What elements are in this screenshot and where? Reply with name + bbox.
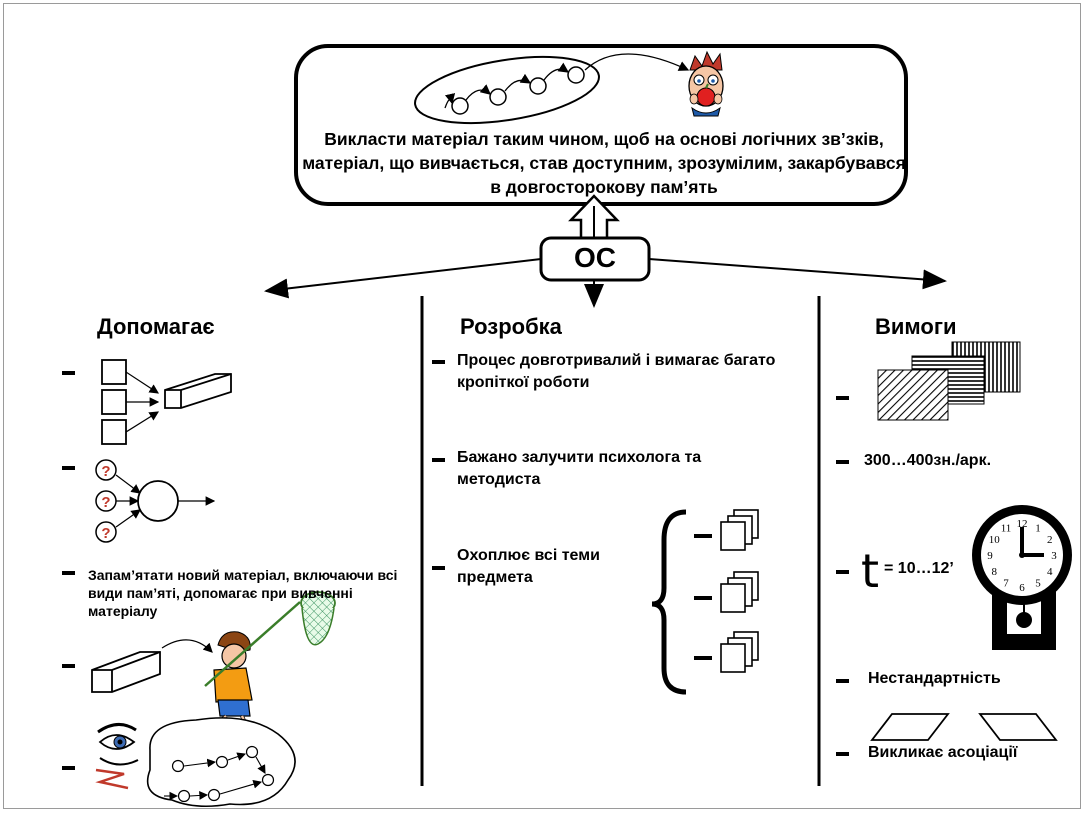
clock-numeral: 4 [1047, 566, 1053, 578]
chars-per-page: 300…400зн./арк. [864, 452, 992, 469]
goal-text: Викласти матеріал таким чином, щоб на ос… [302, 129, 906, 197]
bullet-dash [62, 571, 75, 575]
clock-numeral: 3 [1051, 550, 1057, 562]
branch-arrows [264, 258, 947, 308]
clock-numeral: 6 [1019, 582, 1025, 594]
bullet-dash [432, 458, 445, 462]
time-value: = 10…12’ [884, 560, 954, 577]
development-item-process: Процес довготривалий і вимагає багато кр… [457, 352, 776, 391]
bullet-dash [432, 360, 445, 364]
eye-thought-icon [95, 717, 296, 808]
question-mark: ? [101, 525, 110, 542]
development-item-topics: Охоплює всі теми предмета [457, 547, 600, 586]
slide-frame [3, 3, 1081, 809]
bullet-dash [432, 566, 445, 570]
memory-text: Запам’ятати новий матеріал, включаючи вс… [88, 567, 398, 619]
bullet-dash [62, 766, 75, 770]
clock-numeral: 2 [1047, 534, 1053, 546]
clock-numeral: 8 [992, 566, 998, 578]
heading-helps: Допомагає [97, 314, 215, 339]
topics-brace-icon [651, 509, 759, 695]
bullet-dash [62, 466, 75, 470]
bullet-dash [836, 460, 849, 464]
bullet-dash [62, 371, 75, 375]
clock-numeral: 12 [1017, 518, 1028, 530]
question-mark: ? [101, 494, 110, 511]
development-item-psychologist: Бажано залучити психолога та методиста [457, 449, 702, 488]
question-mark: ? [101, 463, 110, 480]
student-apple-icon [688, 50, 724, 117]
bullet-dash [836, 752, 849, 756]
heading-development: Розробка [460, 314, 562, 339]
clock-numeral: 1 [1035, 522, 1041, 534]
associations-label: Викликає асоціації [868, 744, 1018, 761]
clock-numeral: 10 [989, 534, 1001, 546]
pages-stack [694, 631, 759, 673]
nonstandard-label: Нестандартність [868, 670, 1001, 687]
logic-chain-icon [414, 53, 690, 125]
clock-numeral: 5 [1035, 578, 1041, 590]
bullet-dash [836, 396, 849, 400]
hatched-sheets-icon [877, 341, 1021, 421]
time-symbol: t [861, 544, 880, 598]
clock-numeral: 7 [1003, 578, 1009, 590]
clock-numeral: 11 [1001, 522, 1012, 534]
bullet-dash [836, 679, 849, 683]
boy-with-net-icon [91, 591, 336, 731]
bullet-dash [836, 570, 849, 574]
pages-stack [694, 571, 759, 613]
structure-icon [101, 359, 232, 445]
clock-numeral: 9 [987, 550, 993, 562]
heading-requirements: Вимоги [875, 314, 957, 339]
os-label: ОС [574, 242, 616, 273]
parallelograms-icon [870, 713, 1058, 741]
questions-icon: ? ? ? [95, 459, 216, 543]
bullet-dash [62, 664, 75, 668]
pages-stack [694, 509, 759, 551]
